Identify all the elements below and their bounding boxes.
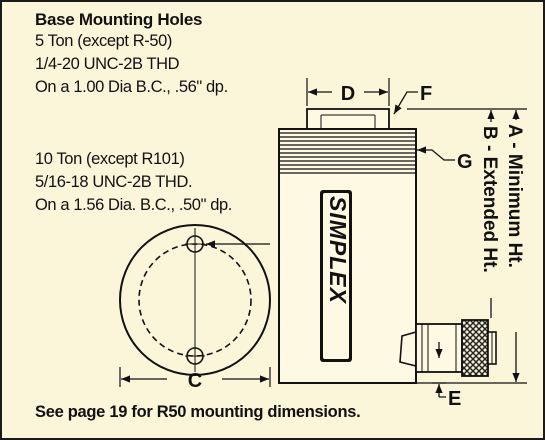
five-ton-line-1: 5 Ton (except R-50) [35,32,173,50]
cylinder-view: SIMPLEX D F G [278,78,527,410]
coupler-knurl [461,319,489,377]
ten-ton-line-1: 10 Ton (except R101) [35,150,185,168]
ten-ton-line-2: 5/16-18 UNC-2B THD. [35,173,193,191]
dim-label-c: C [188,370,202,392]
threaded-collar [279,132,416,174]
dim-label-b: B - Extended Ht. [479,126,500,273]
dim-label-f: F [420,83,432,105]
g-leader [417,146,455,161]
dim-label-g: G [457,151,473,173]
brand-logo-text: SIMPLEX [325,196,351,305]
dim-label-a: A - Minimum Ht. [504,124,525,268]
dim-label-d: D [341,83,355,105]
mounting-holes-heading: Base Mounting Holes [35,10,203,29]
f-leader [393,91,418,115]
ten-ton-line-3: On a 1.56 Dia. B.C., .50" dp. [35,196,232,214]
footer-note: See page 19 for R50 mounting dimensions. [35,403,361,421]
five-ton-line-3: On a 1.00 Dia B.C., .56" dp. [35,78,228,96]
base-outer-circle [119,224,271,376]
plunger [306,108,390,130]
five-ton-line-2: 1/4-20 UNC-2B THD [35,55,180,73]
base-view: C [119,224,271,392]
dim-label-e: E [448,388,461,410]
